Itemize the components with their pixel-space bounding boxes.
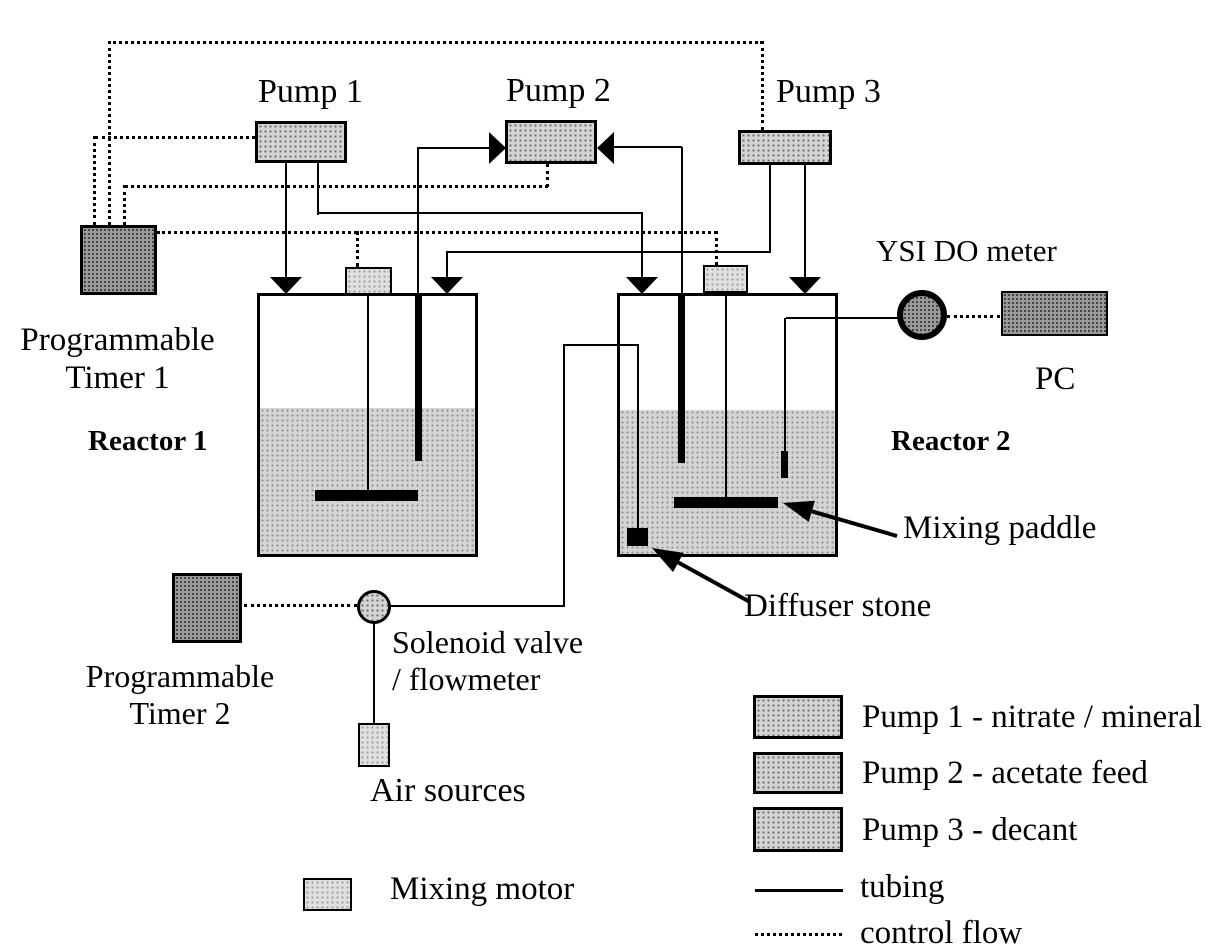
tubing-pump1-reactor2-horizontal — [318, 212, 643, 214]
do-probe — [781, 451, 788, 478]
air-line-top — [563, 344, 639, 346]
control-line-pump2-riser — [123, 185, 126, 225]
legend-label-pump1: Pump 1 - nitrate / mineral — [862, 699, 1203, 735]
do-probe-cable — [784, 318, 786, 451]
timer2-box — [172, 573, 242, 643]
mixing-paddle-reactor2 — [674, 497, 778, 508]
legend-swatch-pump2 — [753, 752, 843, 794]
legend-label-control-flow: control flow — [860, 915, 1023, 951]
pump2-inlet-arrow-right — [597, 132, 614, 164]
tubing-pump2-reactor2-drop — [681, 147, 683, 293]
timer2-label-line2: Timer 2 — [129, 694, 231, 731]
legend-label-pump3: Pump 3 - decant — [862, 812, 1078, 848]
diffuser-stone-label: Diffuser stone — [744, 588, 932, 624]
legend-swatch-control-flow — [755, 933, 842, 936]
air-line-reactor2-drop — [637, 345, 639, 530]
inflow-arrow-reactor1-left — [270, 277, 302, 294]
mixing-motor-reactor2 — [703, 265, 748, 293]
control-line-pump2-drop — [546, 164, 549, 187]
reactor2-liquid — [620, 410, 835, 554]
tubing-pump1-reactor1 — [285, 163, 287, 278]
pump2-label: Pump 2 — [506, 72, 611, 109]
solenoid-valve-label-line1: Solenoid valve — [392, 624, 584, 660]
timer2-label: Programmable Timer 2 — [85, 658, 275, 732]
control-line-motor2-drop — [715, 231, 718, 265]
paddle-shaft-reactor1 — [367, 295, 369, 491]
mixing-motor-reactor1 — [345, 267, 392, 295]
control-line-pump1 — [95, 136, 255, 139]
air-sources-label: Air sources — [370, 772, 526, 809]
control-line-pump2 — [125, 185, 548, 188]
timer1-label: Programmable Timer 1 — [5, 322, 230, 398]
control-line-pump3-drop — [761, 41, 764, 130]
legend-label-pump2: Pump 2 - acetate feed — [862, 755, 1148, 791]
mixing-paddle-pointer-arrow — [783, 500, 898, 538]
inflow-arrow-reactor1-right — [431, 277, 463, 294]
tubing-do-meter — [786, 317, 899, 319]
solenoid-valve-label: Solenoid valve / flowmeter — [392, 624, 583, 698]
diffuser-stone-pointer-arrow — [652, 548, 751, 604]
inflow-arrow-reactor2-left — [626, 277, 658, 294]
pump3-box — [738, 130, 832, 165]
timer2-label-line1: Programmable — [85, 658, 275, 694]
timer1-label-line2: Timer 1 — [65, 359, 170, 396]
pump3-label: Pump 3 — [776, 73, 881, 110]
tubing-pump1-reactor2-drop — [641, 212, 643, 278]
air-line-riser — [563, 345, 565, 607]
paddle-shaft-reactor2 — [725, 293, 727, 497]
feed-tube-reactor2 — [678, 293, 685, 463]
diffuser-stone — [627, 528, 648, 546]
pump1-label: Pump 1 — [258, 73, 363, 110]
legend-swatch-pump1 — [753, 695, 843, 739]
pump2-inlet-arrow-left — [489, 132, 506, 164]
control-line-meter-pc — [947, 315, 1000, 318]
ysi-do-meter-circle — [897, 290, 947, 340]
control-line-motors — [157, 231, 717, 234]
air-line-valve-horizontal — [390, 605, 565, 607]
control-line-timer2-valve — [244, 604, 357, 607]
inflow-arrow-reactor2-right — [789, 277, 821, 294]
tubing-pump2-left — [418, 147, 491, 149]
reactor2-label: Reactor 2 — [891, 425, 1011, 457]
tubing-pump3-reactor2 — [804, 165, 806, 278]
pump2-box — [505, 120, 597, 164]
solenoid-valve-label-line2: / flowmeter — [392, 660, 541, 697]
ysi-do-meter-label: YSI DO meter — [876, 233, 1057, 268]
timer1-label-line1: Programmable — [20, 322, 215, 358]
control-line-pump1-riser — [93, 136, 96, 225]
control-line-motor1-drop — [356, 231, 359, 267]
legend-swatch-tubing — [755, 889, 843, 892]
timer1-box — [80, 225, 157, 295]
tubing-pump3-reactor1-drop — [446, 251, 448, 278]
tubing-pump2-reactor1-drop — [417, 147, 419, 293]
pump1-box — [255, 121, 347, 163]
pc-label: PC — [1035, 361, 1076, 397]
tubing-pump2-right — [609, 146, 682, 148]
legend-swatch-pump3 — [753, 807, 843, 852]
air-line-source — [373, 623, 375, 723]
mixing-paddle-reactor1 — [315, 490, 418, 501]
legend-label-mixing-motor: Mixing motor — [390, 871, 575, 907]
control-line-timer1-top — [108, 41, 763, 44]
legend-label-tubing: tubing — [860, 869, 945, 905]
tubing-pump3-left-drop — [769, 165, 771, 253]
annotation-arrows — [652, 500, 898, 604]
feed-tube-reactor1 — [415, 293, 422, 461]
tubing-pump1-right-drop — [317, 163, 319, 215]
solenoid-valve-circle — [357, 590, 391, 624]
air-source-box — [358, 723, 390, 767]
mixing-paddle-label: Mixing paddle — [903, 510, 1097, 546]
pc-box — [1001, 291, 1108, 336]
legend-swatch-mixing-motor — [303, 878, 352, 911]
reactor1-label: Reactor 1 — [88, 425, 208, 457]
tubing-pump3-reactor1-horizontal — [447, 251, 771, 253]
control-line-timer1-riser — [108, 41, 111, 225]
reactor2-vessel — [617, 293, 838, 557]
